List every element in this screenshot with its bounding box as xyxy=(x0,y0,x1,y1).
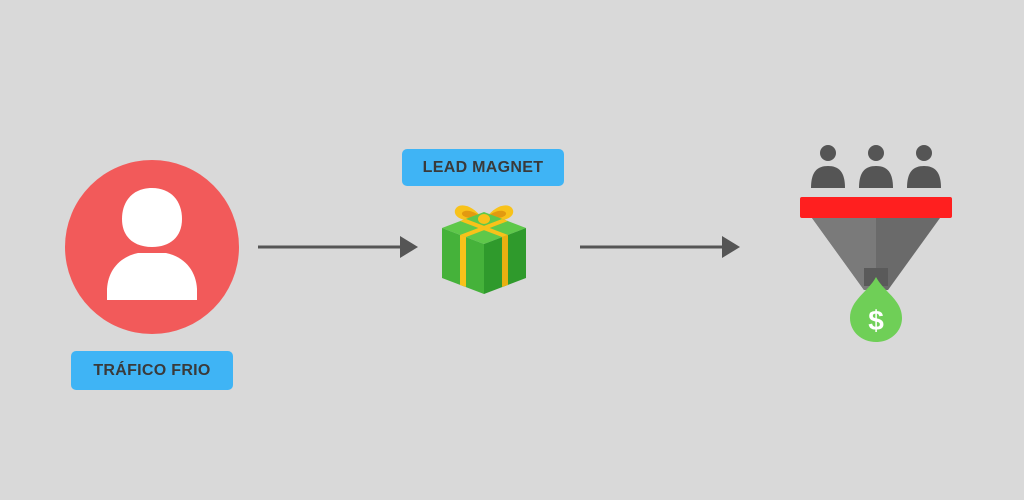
lead-magnet-node xyxy=(436,198,532,296)
sales-funnel-node: $ xyxy=(796,140,956,346)
arrow-2 xyxy=(580,234,742,260)
funnel-icon: $ xyxy=(800,145,952,342)
arrow-right-icon xyxy=(258,236,418,258)
cold-traffic-node xyxy=(64,159,240,335)
people-icon xyxy=(811,145,941,188)
arrow-1 xyxy=(258,234,420,260)
dollar-icon: $ xyxy=(868,305,884,336)
lead-magnet-label: LEAD MAGNET xyxy=(402,149,564,186)
cold-traffic-label: TRÁFICO FRIO xyxy=(71,351,233,390)
gift-box-icon xyxy=(442,205,526,294)
arrow-right-icon xyxy=(580,236,740,258)
user-avatar-icon xyxy=(65,160,239,334)
